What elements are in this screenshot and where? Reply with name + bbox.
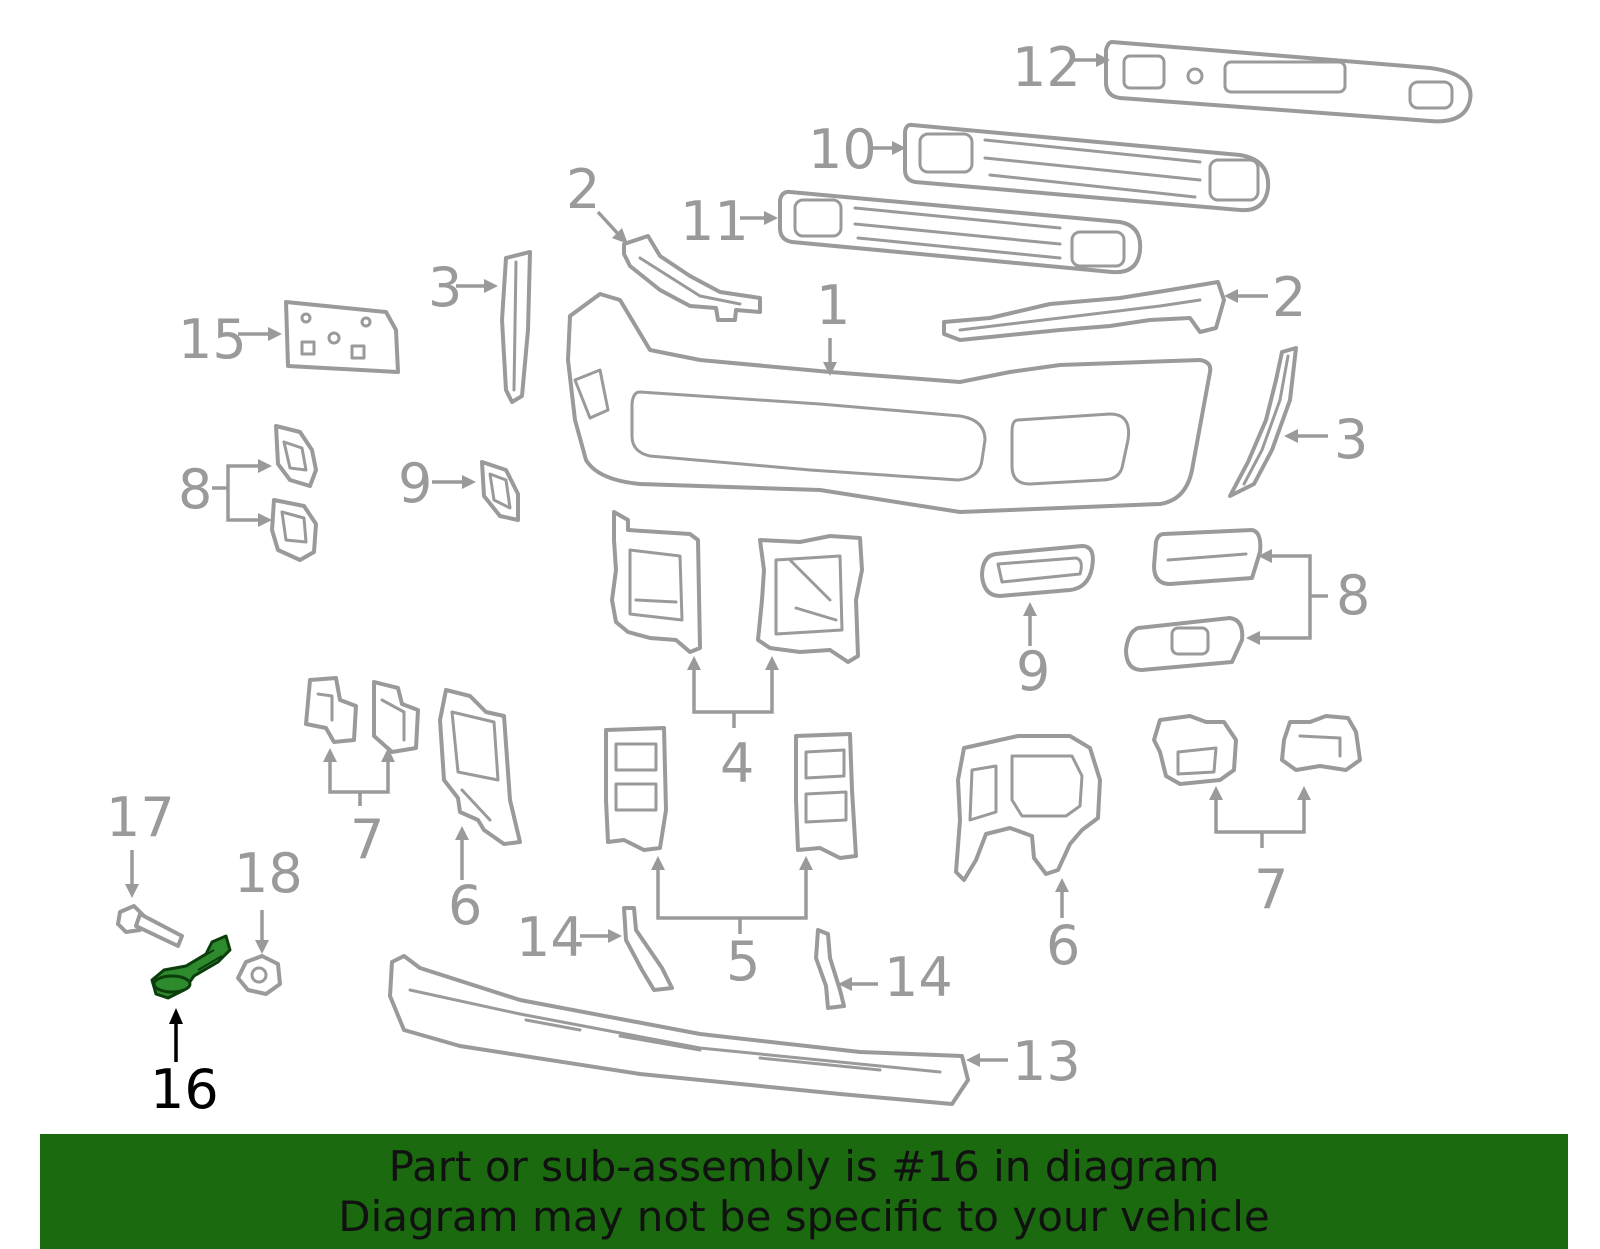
- part-8-bracket-left-upper[interactable]: [274, 424, 318, 488]
- part-8-bracket-left-lower[interactable]: [270, 498, 318, 562]
- part-6-bracket-left[interactable]: [438, 688, 522, 846]
- svg-text:6: 6: [1046, 914, 1080, 977]
- callout-8a: 8: [178, 458, 272, 527]
- callout-7b: 7: [1209, 786, 1311, 921]
- callout-18: 18: [234, 842, 303, 954]
- part-12-grille-panel[interactable]: [1103, 40, 1473, 124]
- info-banner: Part or sub-assembly is #16 in diagram D…: [40, 1134, 1568, 1249]
- part-4-bracket-left[interactable]: [610, 510, 702, 654]
- svg-text:17: 17: [106, 786, 175, 849]
- callout-13: 13: [966, 1030, 1081, 1093]
- callout-4: 4: [687, 656, 779, 795]
- part-17-bolt[interactable]: [116, 904, 184, 948]
- part-2-bracket-left[interactable]: [622, 234, 762, 322]
- callout-14b: 14: [838, 946, 953, 1009]
- callout-2b: 2: [1224, 266, 1306, 329]
- part-16-highlighted-bracket[interactable]: [150, 934, 232, 1000]
- part-4-bracket-right[interactable]: [756, 534, 864, 664]
- part-7-bracket-right-a[interactable]: [1152, 714, 1238, 786]
- callout-9a: 9: [398, 452, 476, 515]
- callout-6b: 6: [1046, 878, 1080, 977]
- svg-text:5: 5: [726, 930, 760, 993]
- callout-3b: 3: [1284, 408, 1368, 471]
- svg-text:8: 8: [1336, 564, 1370, 627]
- part-3-strip-right[interactable]: [1228, 346, 1298, 498]
- part-18-nut[interactable]: [236, 954, 282, 996]
- callout-1: 1: [816, 274, 850, 376]
- part-11-grille-insert[interactable]: [778, 189, 1143, 275]
- banner-line-2: Diagram may not be specific to your vehi…: [338, 1191, 1270, 1241]
- part-6-bracket-right[interactable]: [954, 734, 1102, 882]
- part-7-bracket-right-b[interactable]: [1280, 714, 1362, 772]
- part-14-bracket-left[interactable]: [622, 906, 674, 992]
- svg-text:9: 9: [398, 452, 432, 515]
- part-3-strip-left[interactable]: [500, 250, 532, 404]
- svg-text:4: 4: [720, 732, 754, 795]
- part-14-bracket-right[interactable]: [814, 928, 846, 1010]
- svg-text:1: 1: [816, 274, 850, 337]
- svg-text:14: 14: [884, 946, 953, 1009]
- part-7-bracket-left-b[interactable]: [372, 680, 420, 754]
- svg-text:16: 16: [150, 1058, 219, 1121]
- part-8-bracket-right-lower[interactable]: [1124, 616, 1245, 672]
- svg-text:7: 7: [1254, 858, 1288, 921]
- part-5-bracket-right[interactable]: [794, 732, 858, 860]
- svg-text:10: 10: [808, 118, 877, 181]
- part-1-bumper-face[interactable]: [566, 292, 1213, 514]
- callout-6a: 6: [448, 826, 482, 937]
- part-13-lower-valance[interactable]: [388, 954, 970, 1106]
- part-8-bracket-right-upper[interactable]: [1152, 528, 1263, 586]
- part-10-grille-insert[interactable]: [903, 122, 1271, 213]
- svg-text:15: 15: [178, 308, 247, 371]
- svg-text:14: 14: [516, 906, 585, 969]
- svg-text:2: 2: [1272, 266, 1306, 329]
- svg-text:6: 6: [448, 874, 482, 937]
- callout-16: 16: [150, 1008, 219, 1121]
- callout-9b: 9: [1016, 602, 1050, 703]
- callout-14a: 14: [516, 906, 622, 969]
- part-7-bracket-left-a[interactable]: [304, 676, 358, 744]
- part-9-bezel-left[interactable]: [480, 460, 520, 522]
- svg-text:11: 11: [680, 190, 749, 253]
- svg-text:13: 13: [1012, 1030, 1081, 1093]
- callout-12: 12: [1012, 36, 1110, 99]
- callout-3a: 3: [428, 256, 498, 319]
- callout-8b: 8: [1246, 549, 1370, 645]
- callout-5: 5: [651, 856, 813, 993]
- svg-text:8: 8: [178, 458, 212, 521]
- callout-10: 10: [808, 118, 906, 181]
- svg-text:7: 7: [350, 808, 384, 871]
- svg-text:2: 2: [566, 158, 600, 221]
- part-5-bracket-left[interactable]: [604, 726, 668, 852]
- svg-text:18: 18: [234, 842, 303, 905]
- svg-text:12: 12: [1012, 36, 1081, 99]
- part-15-license-bracket[interactable]: [284, 300, 400, 374]
- svg-text:3: 3: [1334, 408, 1368, 471]
- part-9-bezel-right[interactable]: [980, 544, 1095, 598]
- part-2-bracket-right[interactable]: [942, 280, 1226, 342]
- callout-17: 17: [106, 786, 175, 898]
- callout-15: 15: [178, 308, 282, 371]
- banner-line-1: Part or sub-assembly is #16 in diagram: [388, 1141, 1220, 1191]
- parts-diagram: 12 10 11 2 2: [106, 36, 1473, 1121]
- callout-7a: 7: [323, 748, 395, 871]
- callout-2a: 2: [566, 158, 628, 244]
- callout-11: 11: [680, 190, 778, 253]
- svg-text:9: 9: [1016, 640, 1050, 703]
